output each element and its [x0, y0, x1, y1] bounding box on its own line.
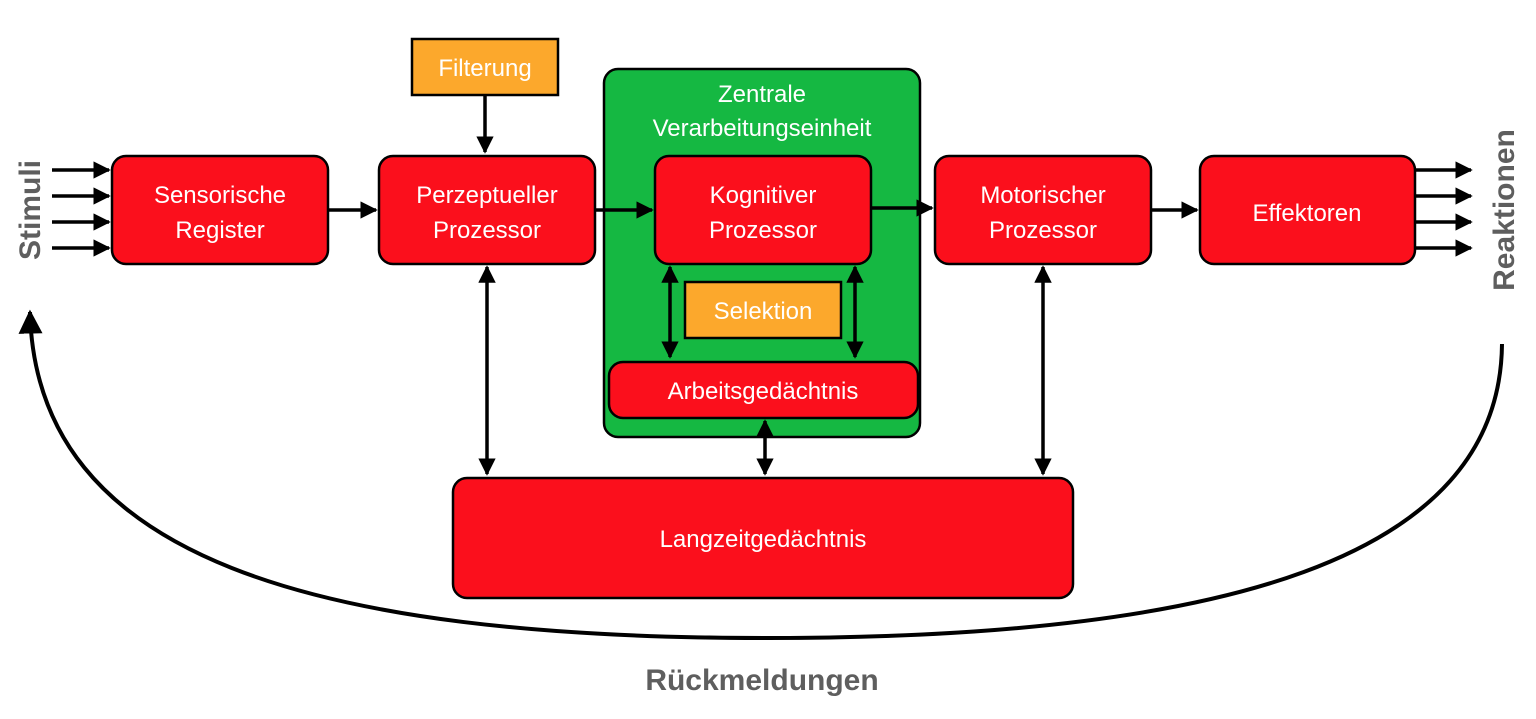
central-unit-label-line1: Zentrale [718, 81, 806, 108]
working-memory-label: Arbeitsgedächtnis [668, 378, 859, 405]
motor-processor-line2: Prozessor [989, 217, 1097, 244]
perceptual-processor-line2: Prozessor [433, 217, 541, 244]
working-memory-box [607, 360, 920, 420]
effectors-box [1198, 154, 1417, 266]
central-unit-label-line2: Verarbeitungseinheit [653, 115, 872, 142]
selection-label: Selektion [714, 298, 813, 325]
stimuli-arrows [52, 161, 111, 257]
reaction-arrows [1415, 161, 1473, 257]
flow-arrows [328, 95, 1199, 476]
long-term-memory-box [451, 476, 1075, 600]
sensory-register-line2: Register [175, 217, 264, 244]
cognitive-processor-box [653, 154, 873, 266]
filter-label: Filterung [438, 55, 531, 82]
feedback-arc [18, 309, 1504, 641]
motor-processor-box [933, 154, 1153, 266]
effectors-label: Effektoren [1253, 200, 1362, 227]
motor-processor-line1: Motorischer [980, 182, 1105, 209]
cognitive-processor-line2: Prozessor [709, 217, 817, 244]
long-term-memory-label: Langzeitgedächtnis [660, 526, 867, 553]
cognitive-processor-line1: Kognitiver [710, 182, 817, 209]
feedback-label: Rückmeldungen [645, 664, 878, 697]
filter-box [410, 37, 560, 97]
selection-box [683, 280, 843, 340]
sensory-register-box [110, 154, 330, 266]
perceptual-processor-line1: Perzeptueller [416, 182, 557, 209]
reactions-label: Reaktionen [1488, 129, 1521, 291]
sensory-register-line1: Sensorische [154, 182, 286, 209]
perceptual-processor-box [377, 154, 597, 266]
stimuli-label: Stimuli [14, 160, 47, 260]
